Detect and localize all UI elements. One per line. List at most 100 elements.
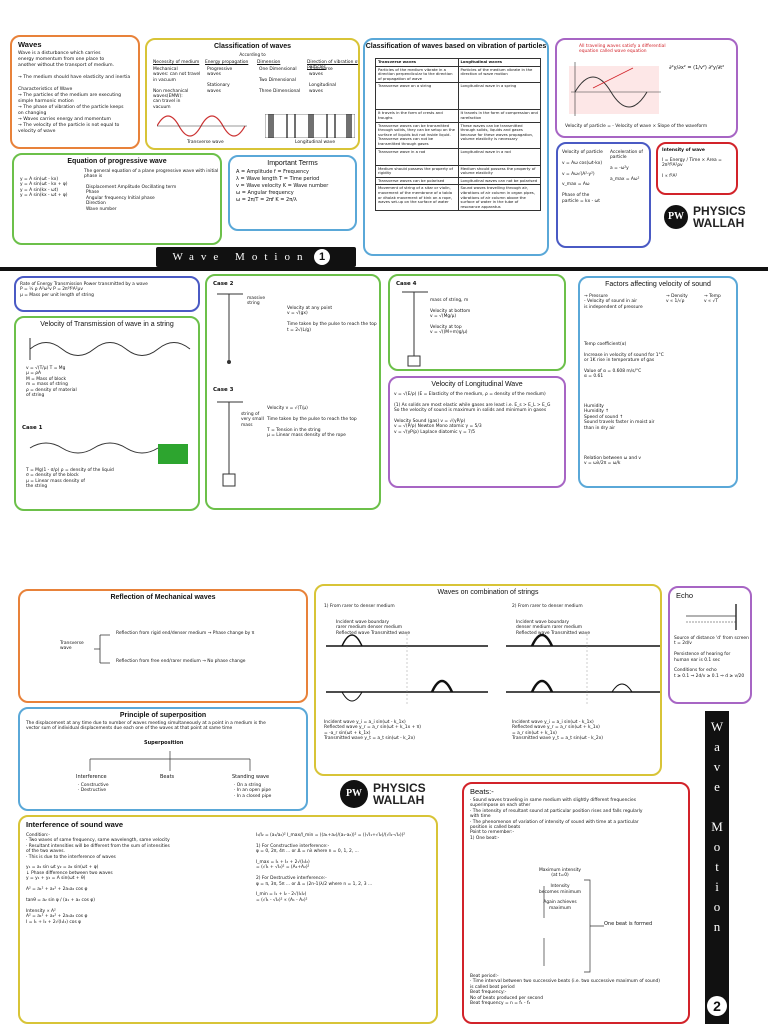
sidebar-number: 2 (707, 996, 727, 1016)
intensity-body: I = Energy / Time × Area = 2π²f²A²ρv I ∝… (662, 158, 722, 180)
factors-card: Factors affecting velocity of sound → Pr… (578, 276, 738, 488)
col-head-4: Direction of vibration of particles (307, 60, 359, 71)
wave-equation-card: All traveling waves satisfy a differenti… (555, 38, 738, 138)
beats-body: · Sound waves traveling in same medium w… (470, 798, 643, 841)
page-divider (0, 267, 768, 271)
important-terms-card: Important Terms A = Amplitude f = Freque… (228, 155, 357, 231)
longitudinal-wave-icon (265, 114, 355, 138)
case2-label: Case 2 (213, 281, 234, 287)
sidebar-letter: t (715, 859, 719, 874)
vib-cell: Particles of the medium vibrate in a dir… (375, 65, 459, 84)
superposition-card: Principle of superposition The displacem… (18, 707, 308, 811)
waves-title: Waves (18, 40, 42, 49)
vib-cell: It travels in the form of compression an… (457, 109, 541, 123)
vib-cell: Transverse waves can be polarised (375, 176, 459, 186)
case2-string-label: massive string (247, 296, 266, 307)
case1-diagram-icon (29, 442, 188, 464)
vib-cell: Medium should possess the property of vo… (457, 164, 541, 178)
string-velocity-title: Velocity of Transmission of wave in a st… (40, 321, 174, 328)
factors-pressure: → Pressure - Velocity of sound in air is… (584, 294, 643, 310)
case2-diagram-icon (217, 293, 243, 364)
vib-cell: Medium should possess the property of ri… (375, 164, 459, 178)
longitudinal-label: Longitudinal wave (295, 140, 336, 145)
energy-card: Rate of Energy Transmission Power transm… (14, 276, 200, 312)
vib-cell: Longitudinal waves can not be polarised (457, 176, 541, 186)
echo-card: Echo Source of distance 'd' from screen … (668, 586, 752, 704)
physics-wallah-logo-bottom: PW PHYSICS WALLAH (340, 780, 426, 808)
combo-right-labels: Incident wave boundary denser medium rar… (516, 620, 591, 636)
sidebar-letter: e (714, 779, 720, 794)
string-wave-icon (29, 338, 191, 360)
case3-body: Velocity v = √(T/μ) Time taken by the pu… (267, 406, 357, 439)
classification-subtitle: According to (239, 52, 266, 57)
progressive-eq-labels: Displacement Amplitude Oscillating term … (86, 185, 177, 212)
sidebar-letter: o (713, 839, 721, 854)
case3-string-label: string of very small mass (241, 412, 264, 428)
vibration-class-title: Classification of waves based on vibrati… (365, 43, 547, 50)
superposition-interference-items: · Constructive · Destructive (78, 783, 109, 794)
interference-right: I₁/I₂ = (a₁/a₂)² I_max/I_min = ((a₁+a₂)/… (256, 833, 406, 903)
wave-equation-note: All traveling waves satisfy a differenti… (579, 44, 666, 55)
superposition-title: Principle of superposition (119, 712, 207, 719)
longitudinal-velocity-card: Velocity of Longitudinal Wave v = √(E/ρ)… (388, 376, 566, 488)
classification-title: Classification of waves (213, 43, 292, 50)
sidebar-letter: M (711, 819, 723, 834)
superposition-tree-icon (89, 751, 251, 771)
combo-card: Waves on combination of strings 1) From … (314, 584, 662, 776)
particle-acceleration: Acceleration of particle a = -ω²y a_max … (610, 150, 643, 183)
case2-body: Velocity at any point v = √(gx) Time tak… (287, 306, 377, 333)
factors-title: Factors affecting velocity of sound (605, 281, 711, 288)
reflection-card: Reflection of Mechanical waves Transvers… (18, 589, 308, 703)
particle-velocity: Velocity of particle v = Aω cos(ωt-kx) v… (562, 150, 603, 204)
vib-head-left: Transverse waves (375, 58, 459, 67)
combo-left-head: 1) From rarer to denser medium (324, 604, 395, 609)
vib-cell: Particles of the medium vibrate in the d… (457, 65, 541, 84)
case3-diagram-icon (217, 401, 243, 487)
vib-cell: Longitudinal wave in a spring (457, 82, 541, 111)
case4-card: Case 4 mass of string, m Velocity at bot… (388, 274, 566, 371)
vib-head-right: Longitudinal waves (457, 58, 541, 67)
col-head-3: Dimension (257, 60, 281, 65)
superposition-interference: Interference (76, 774, 107, 780)
factors-temp: → Temp v ∝ √T (704, 294, 721, 305)
echo-body: Source of distance 'd' from screen t = 2… (674, 636, 749, 679)
sidebar-letter: i (715, 879, 719, 894)
combo-left-equations: Incident wave y_i = a_i sin(ωt - k_1x) R… (324, 720, 422, 742)
superposition-standing: Standing wave (232, 774, 270, 780)
vibration-class-card: Classification of waves based on vibrati… (363, 38, 549, 256)
case4-label: Case 4 (396, 281, 417, 287)
reflection-bracket-icon (94, 634, 110, 664)
wave-motion-banner: Wave Motion 1 (156, 247, 356, 267)
pw-logo-icon-bottom: PW (340, 780, 368, 808)
waves-card: Waves Wave is a disturbance which carrie… (10, 35, 140, 149)
superposition-body: The displacement at any time due to numb… (26, 721, 266, 732)
reflection-left: Transverse wave (60, 641, 84, 652)
case4-diagram-icon (402, 291, 428, 367)
combo-right-diagram-icon (506, 633, 660, 704)
pw-brand-text: PHYSICS WALLAH (693, 204, 746, 230)
sidebar-letter: a (714, 739, 720, 754)
vib-cell: These waves can be transmitted through s… (457, 121, 541, 149)
intensity-card: Intensity of wave I = Energy / Time × Ar… (656, 142, 738, 195)
vib-cell: Transverse wave on a string (375, 82, 459, 111)
case1-body: T = Mg(1 - σ/ρ) ρ = density of the liqui… (26, 468, 114, 490)
progressive-eq-general: The general equation of a plane progress… (84, 169, 219, 180)
beats-card: Beats:- · Sound waves traveling in same … (462, 782, 690, 1024)
slope-graph-icon (569, 62, 661, 116)
superposition-standing-items: · On a string · In an open pipe · In a c… (234, 783, 272, 799)
superposition-beats: Beats (160, 774, 175, 780)
combo-left-labels: Incident wave boundary rarer medium dens… (336, 620, 411, 636)
longitudinal-velocity-body: v = √(E/ρ) (E = Elasticity of the medium… (394, 392, 551, 435)
combo-right-head: 2) From rarer to denser medium (512, 604, 583, 609)
interference-title: Interference of sound wave (26, 820, 124, 829)
reflection-rule-1: Reflection from rigid end/denser medium … (116, 631, 255, 636)
reflection-title: Reflection of Mechanical waves (110, 594, 216, 601)
vib-cell: Sound waves travelling through air, vibr… (457, 184, 541, 212)
combo-right-equations: Incident wave y_i = a_i sin(ωt - k_1x) R… (512, 720, 604, 742)
beats-diagram-text: Maximum intensity (at t=0) Intensity bec… (538, 868, 582, 911)
sidebar-letter: o (713, 899, 721, 914)
slope-caption: Velocity of particle = - Velocity of wav… (565, 124, 708, 129)
factors-humidity: Humidity Humidity ↑ Speed of sound ↑ Sou… (584, 404, 655, 431)
